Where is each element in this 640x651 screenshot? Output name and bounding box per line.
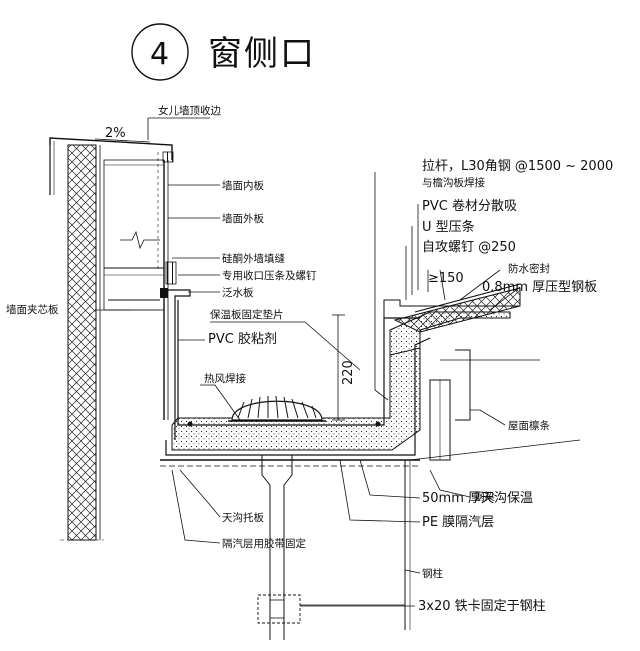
annotation-labels: 女儿墙顶收边 墙面内板 墙面外板 硅酮外墙填缝 专用收口压条及螺钉 泛水板 墙面… <box>6 104 613 614</box>
label-wall-inner: 墙面内板 <box>222 179 264 192</box>
steel-structure <box>389 347 581 630</box>
label-steel-beam: 钢梁 <box>474 490 495 503</box>
gutter-body <box>160 283 521 467</box>
label-hot-air-weld: 热风焊接 <box>204 372 246 385</box>
label-parapet-cap: 女儿墙顶收边 <box>158 104 221 117</box>
wall-frame <box>103 151 191 440</box>
label-tie-rod-1: 拉杆，L30角钢 @1500 ~ 2000 <box>422 159 613 174</box>
label-tapping-screw: 自攻螺钉 @250 <box>422 240 516 255</box>
label-pvc-adhesive: PVC 胶粘剂 <box>208 331 277 347</box>
title-circle <box>131 23 189 81</box>
label-wall-outer: 墙面外板 <box>222 212 264 225</box>
label-bracket: 3x20 铁卡固定于钢柱 <box>418 599 546 614</box>
label-vapor-tape: 隔汽层用胶带固定 <box>222 537 306 550</box>
label-silicone-seal: 硅酮外墙填缝 <box>222 252 285 265</box>
label-gutter-support: 天沟托板 <box>222 511 264 524</box>
label-closing-strip: 专用收口压条及螺钉 <box>222 269 317 282</box>
slope-label: 2% <box>105 126 126 141</box>
drain-outlet <box>228 395 326 640</box>
label-lap-150: ≥150 <box>428 271 464 286</box>
label-insulation-50: 50mm 厚天沟保温 <box>422 491 533 506</box>
title-number: 4 <box>150 37 169 72</box>
dim-220-label: 220 <box>341 360 356 385</box>
label-insulation-pad: 保温板固定垫片 <box>210 308 284 321</box>
column-bracket <box>257 594 405 624</box>
label-tie-rod-2: 与檐沟板焊接 <box>422 176 485 189</box>
title-text: 窗侧口 <box>208 34 316 74</box>
leader-lines <box>96 117 521 607</box>
label-steel-column: 钢柱 <box>422 567 443 580</box>
wall-sandwich-panel <box>60 144 104 541</box>
label-wall-sandwich: 墙面夹芯板 <box>6 303 59 316</box>
label-pe-vapor: PE 膜隔汽层 <box>422 515 494 530</box>
dimension-220: 220 <box>332 314 356 421</box>
drawing-title: 4 窗侧口 <box>131 23 316 81</box>
label-waterproof-seal: 防水密封 <box>508 262 550 275</box>
label-steel-sheet: 0.8mm 厚压型钢板 <box>482 280 597 295</box>
label-purlin: 屋面檩条 <box>508 419 550 432</box>
label-flashing: 泛水板 <box>222 286 254 299</box>
label-u-strip: U 型压条 <box>422 219 475 235</box>
label-pvc-membrane: PVC 卷材分散吸 <box>422 198 517 214</box>
